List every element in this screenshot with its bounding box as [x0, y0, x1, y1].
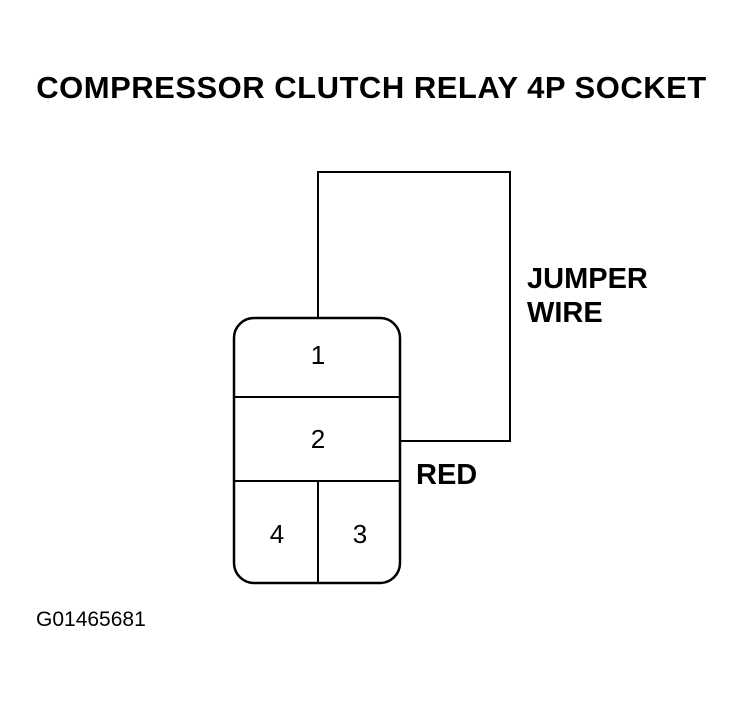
jumper-label-line1: JUMPER — [527, 263, 648, 295]
jumper-label-line2: WIRE — [527, 297, 603, 329]
pin-2-label: 2 — [311, 424, 325, 454]
pin-3-label: 3 — [353, 519, 367, 549]
jumper-wire — [317, 171, 511, 442]
wire-color-label: RED — [416, 459, 477, 491]
diagram-title: COMPRESSOR CLUTCH RELAY 4P SOCKET — [36, 70, 707, 105]
pin-1-label: 1 — [311, 340, 325, 370]
pin-4-label: 4 — [270, 519, 284, 549]
figure-id: G01465681 — [36, 608, 146, 631]
